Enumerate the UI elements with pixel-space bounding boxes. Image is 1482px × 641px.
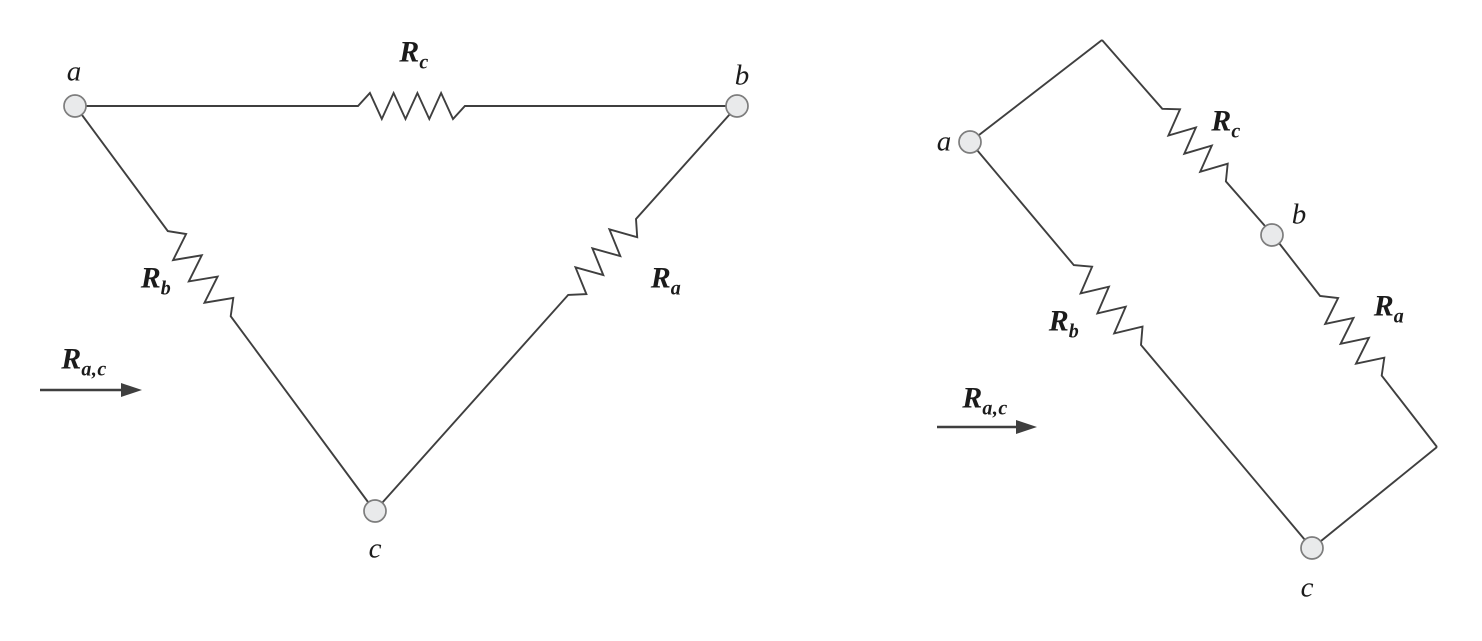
right-node-a: [958, 130, 982, 154]
right-rc-sub: c: [1231, 120, 1241, 143]
left-node-label-c: c: [368, 532, 382, 565]
right-node-c: [1300, 536, 1324, 560]
left-rb-main: R: [140, 261, 161, 295]
left-wire-ab-resistor-rc: [86, 90, 726, 122]
left-diagram: [40, 90, 749, 523]
left-node-label-b: b: [734, 59, 750, 92]
left-resistor-label-ra: Ra: [650, 261, 682, 300]
right-rac-arrow-head: [1016, 420, 1037, 434]
right-wire-ac-resistor-rb: [976, 149, 1306, 541]
right-wire-b-rightcorner-resistor-ra: [1278, 242, 1438, 448]
right-ra-sub: a: [1393, 305, 1405, 328]
right-rb-main: R: [1048, 304, 1069, 338]
right-rc-main: R: [1211, 104, 1232, 138]
left-rac-sub: a,c: [81, 358, 107, 381]
right-diagram: [937, 39, 1438, 560]
right-node-b: [1260, 223, 1284, 247]
left-wire-ac-resistor-rb: [81, 114, 369, 503]
right-rac-main: R: [962, 381, 983, 415]
left-wire-bc-resistor-ra: [381, 113, 731, 504]
right-rb-sub: b: [1068, 320, 1080, 343]
right-resistor-label-rb: Rb: [1048, 304, 1080, 343]
left-rac-label: Ra,c: [61, 342, 107, 381]
left-node-b: [725, 94, 749, 118]
right-rac-sub: a,c: [982, 397, 1008, 420]
right-node-label-a: a: [936, 125, 952, 158]
right-node-label-b: b: [1291, 198, 1307, 231]
right-node-label-c: c: [1300, 571, 1314, 604]
right-resistor-label-ra: Ra: [1373, 289, 1405, 328]
right-rac-label: Ra,c: [962, 381, 1008, 420]
left-rc-main: R: [399, 35, 420, 69]
left-resistor-label-rb: Rb: [140, 261, 172, 300]
right-wire-a-topcorner: [978, 39, 1103, 136]
left-ra-main: R: [650, 261, 671, 295]
left-resistor-label-rc: Rc: [399, 35, 429, 74]
left-node-a: [63, 94, 87, 118]
left-rac-arrow-head: [121, 383, 142, 397]
right-resistor-label-rc: Rc: [1211, 104, 1241, 143]
left-rc-sub: c: [419, 51, 429, 74]
right-wire-rightcorner-c: [1320, 446, 1438, 542]
left-node-c: [363, 499, 387, 523]
left-rb-sub: b: [160, 277, 172, 300]
left-ra-sub: a: [670, 277, 682, 300]
right-ra-main: R: [1373, 289, 1394, 323]
left-node-label-a: a: [66, 55, 82, 88]
left-rac-main: R: [61, 342, 82, 376]
right-wire-topcorner-b-resistor-rc: [1101, 39, 1266, 227]
